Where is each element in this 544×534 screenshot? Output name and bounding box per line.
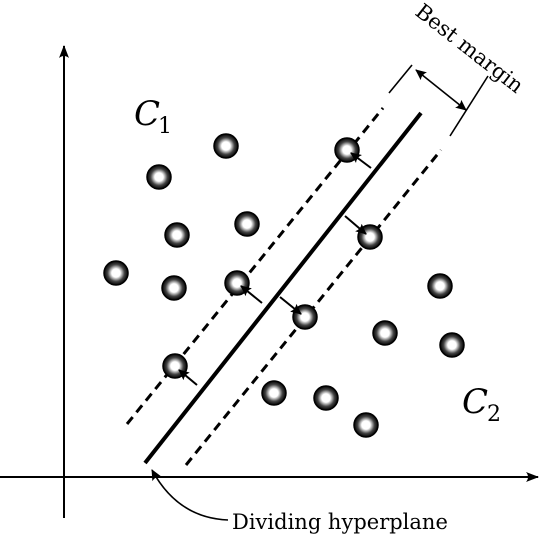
data-point <box>313 385 339 411</box>
projection-arrow <box>178 369 198 386</box>
data-point <box>372 320 398 346</box>
support-vector-point <box>357 224 383 250</box>
projection-arrow <box>350 152 372 169</box>
support-vector <box>334 137 372 169</box>
class-2-points <box>261 273 465 438</box>
data-point <box>439 332 465 358</box>
support-vector <box>224 270 263 304</box>
data-point <box>161 275 187 301</box>
projection-arrow <box>240 285 263 304</box>
hyperplane-label: Dividing hyperplane <box>232 510 448 534</box>
margin-label: Best margin <box>411 0 528 98</box>
class-2-subscript: 2 <box>487 402 501 427</box>
support-vectors <box>162 137 383 386</box>
projection-arrow <box>279 296 302 315</box>
class-1-label: C 1 <box>134 94 172 139</box>
data-point <box>164 222 190 248</box>
projection-arrow <box>344 215 367 235</box>
class-2-symbol: C <box>462 382 488 422</box>
support-vector <box>162 353 198 386</box>
support-vector <box>279 296 318 330</box>
support-vector <box>344 215 383 250</box>
margin-tick-left <box>388 64 413 94</box>
data-point <box>234 211 260 237</box>
data-point <box>146 164 172 190</box>
margin-tick-right <box>449 75 489 137</box>
class-1-points <box>103 133 260 301</box>
support-vector-point <box>334 137 360 163</box>
class-1-symbol: C <box>134 94 160 134</box>
class-2-label: C 2 <box>462 382 501 427</box>
data-point <box>261 380 287 406</box>
data-point <box>213 133 239 159</box>
margin-width-arrow <box>415 69 467 111</box>
class-1-subscript: 1 <box>158 114 172 139</box>
support-vector-point <box>292 304 318 330</box>
hyperplane-pointer <box>151 469 229 521</box>
dividing-hyperplane <box>143 111 423 465</box>
data-point <box>427 273 453 299</box>
data-point <box>353 412 379 438</box>
data-point <box>103 260 129 286</box>
support-vector-point <box>224 270 250 296</box>
